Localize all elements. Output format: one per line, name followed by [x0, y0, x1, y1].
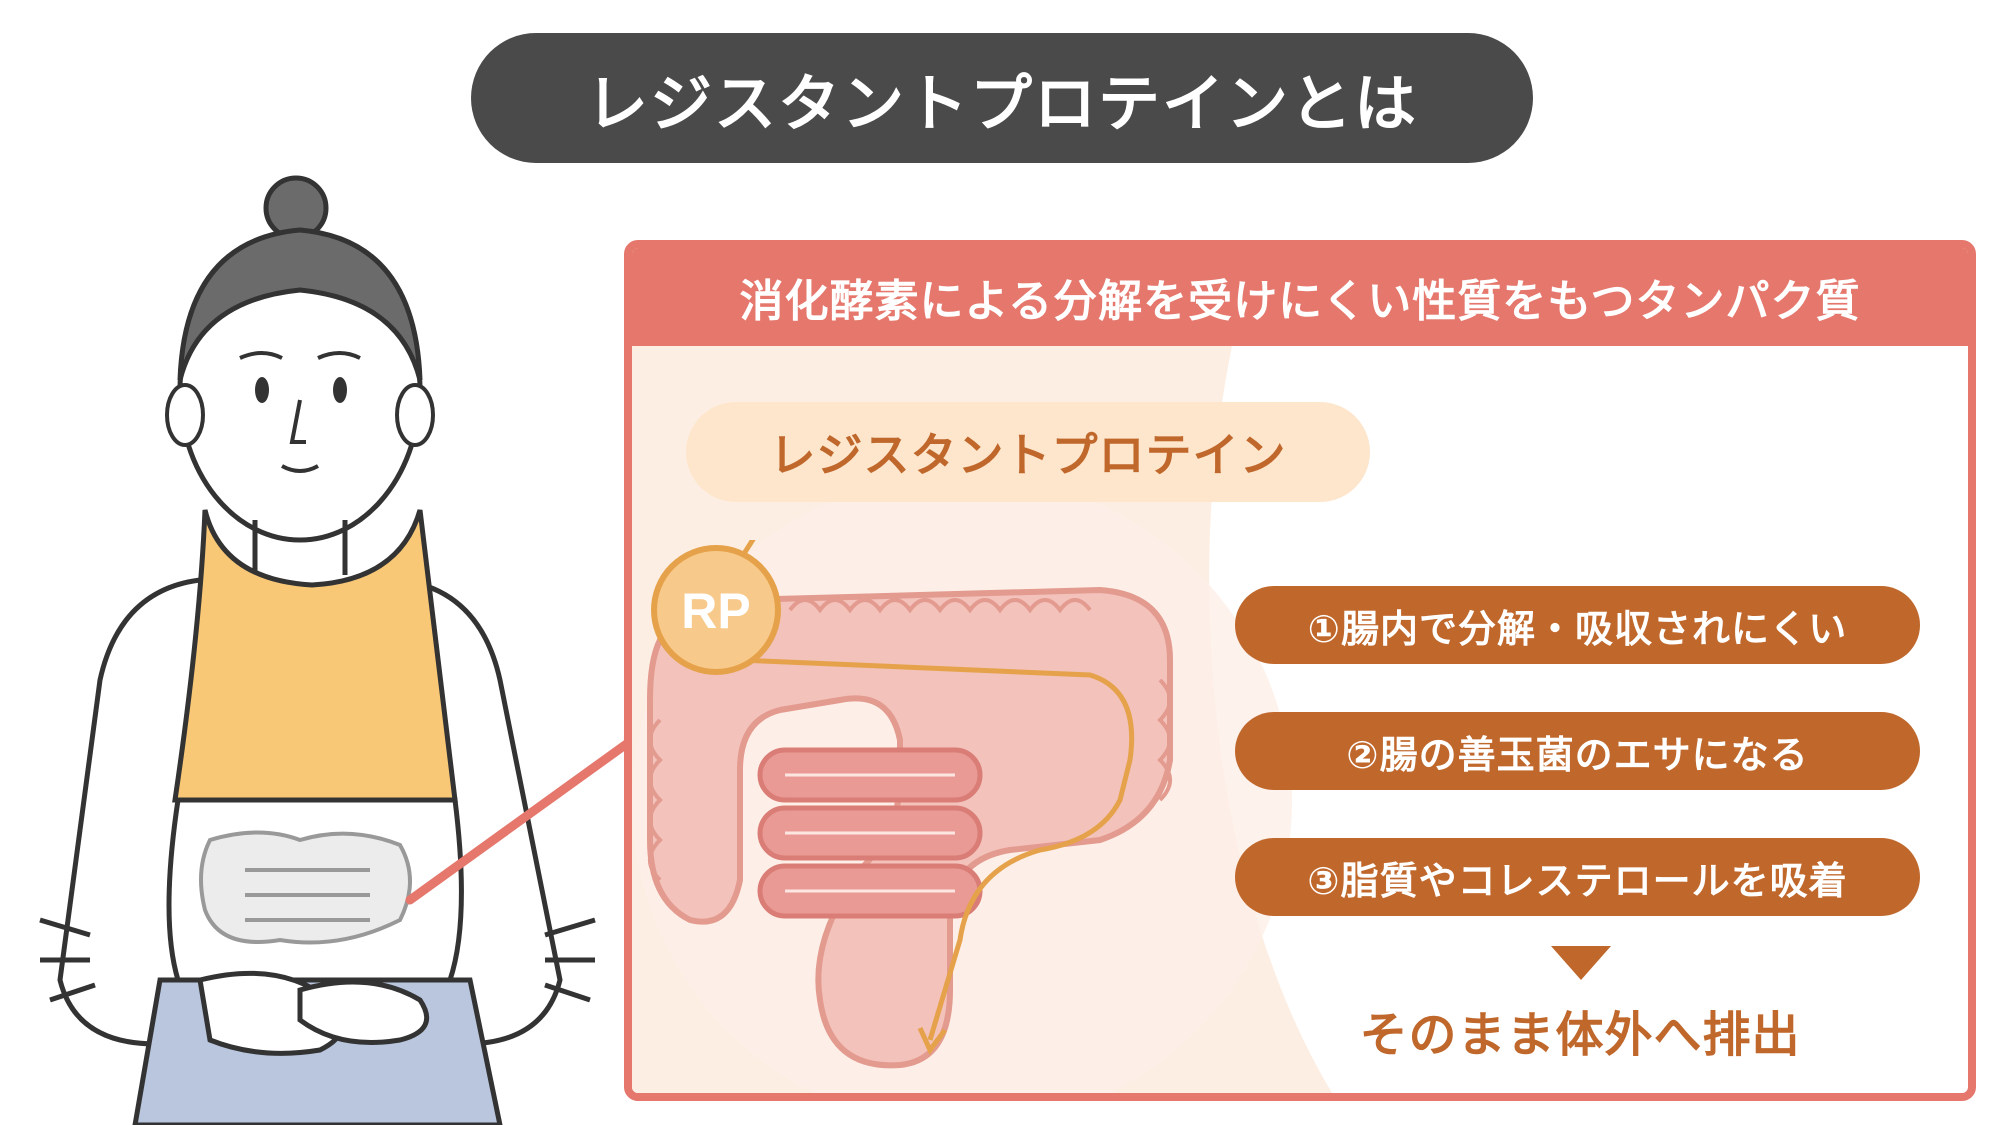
ache-marks-left [39, 917, 96, 1003]
right-eye [333, 377, 347, 403]
point-3: ③脂質やコレステロールを吸着 [1235, 838, 1920, 916]
result-text: そのまま体外へ排出 [1359, 1007, 1801, 1063]
point-2: ②腸の善玉菌のエサになる [1235, 712, 1920, 790]
tank-top [172, 509, 458, 803]
mouth [281, 464, 319, 473]
badge-connector [737, 540, 756, 562]
passage-path [739, 657, 1135, 1041]
left-eye [255, 377, 269, 403]
page-title: レジスタントプロテインとは [471, 33, 1533, 163]
belly-intestine [199, 830, 412, 945]
hair [177, 227, 423, 381]
woman-illustration [39, 175, 596, 1125]
intestine-illustration: RP [647, 540, 1173, 1069]
passage-arrow-icon [917, 1026, 947, 1055]
ache-marks-right [544, 917, 596, 1003]
rp-badge-text: RP [681, 583, 750, 639]
resistant-protein-label: レジスタントプロテイン [686, 402, 1370, 502]
triangle-down-icon [1551, 946, 1611, 980]
panel-header: 消化酵素による分解を受けにくい性質をもつタンパク質 [632, 248, 1968, 346]
point-1: ①腸内で分解・吸収されにくい [1235, 586, 1920, 664]
rp-badge [651, 545, 781, 675]
